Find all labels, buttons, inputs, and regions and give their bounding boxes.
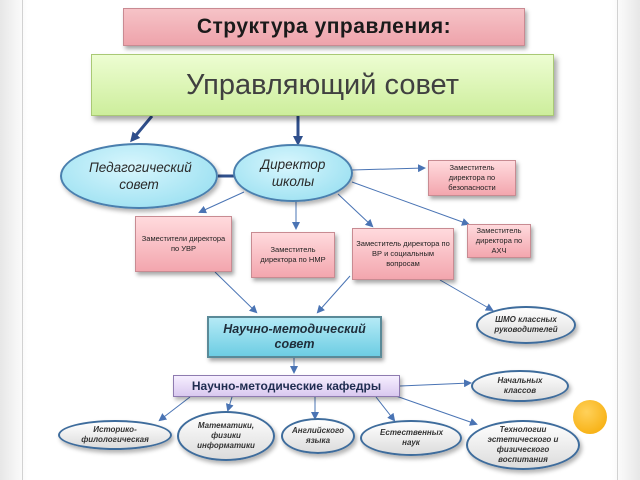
methodical-council-box: Научно-методический совет [207,316,382,358]
math-physics-label: Математики, физики информатики [197,421,255,450]
arrow-departments-tech [395,395,478,426]
deputy-security-label: Заместитель директора по безопасности [448,163,496,192]
arrow-vr-shmo [439,279,494,311]
history-philology-oval: Историко-филологическая [58,420,172,450]
arrow-departments-history [158,396,191,422]
director-label: Директор школы [260,157,326,189]
shmo-oval: ШМО классных руководителей [476,306,576,344]
director-oval: Директор школы [233,144,353,202]
arrow-director-security [351,164,426,173]
deputy-uvr-box: Заместители директора по УВР [135,216,232,272]
english-label: Английского языка [292,426,344,445]
deputy-uvr-label: Заместители директора по УВР [141,234,226,253]
deputy-nmr-label: Заместитель директора по НМР [260,245,326,264]
pedagogical-council-oval: Педагогический совет [60,143,218,209]
arrow-uvr-nms [214,271,258,314]
science-oval: Естественных наук [360,420,462,456]
deputy-vr-label: Заместитель директора по ВР и социальным… [356,239,450,268]
orange-circle-decoration [573,400,607,434]
arrow-departments-science [375,396,396,422]
technology-oval: Технологии эстетического и физического в… [466,420,580,470]
deputy-nmr-box: Заместитель директора по НМР [251,232,335,278]
arrow-director-ahch [351,181,470,226]
primary-classes-label: Начальных классов [497,376,543,395]
methodical-council-label: Научно-методический совет [223,322,366,351]
deputy-ahch-box: Заместитель директора по АХЧ [467,224,531,258]
slide-frame-line-right [617,0,618,480]
slide-border-left [0,0,28,480]
technology-label: Технологии эстетического и физического в… [487,425,559,464]
math-physics-oval: Математики, физики информатики [177,411,275,461]
primary-classes-oval: Начальных классов [471,370,569,402]
arrow-departments-math [225,396,234,412]
science-label: Естественных наук [380,428,444,447]
slide-frame-line-left [22,0,23,480]
governing-council-box: Управляющий совет [91,54,554,116]
arrow-director-uvr [198,191,245,214]
pedagogical-council-label: Педагогический совет [89,160,192,192]
deputy-security-box: Заместитель директора по безопасности [428,160,516,196]
slide-border-right [612,0,640,480]
slide-title: Структура управления: [123,8,525,46]
deputy-ahch-label: Заместитель директора по АХЧ [475,226,523,255]
arrow-director-vr [337,193,374,228]
shmo-label: ШМО классных руководителей [494,315,558,334]
arrow-council-pedcouncil [130,115,154,143]
english-oval: Английского языка [281,418,355,454]
history-philology-label: Историко-филологическая [81,425,149,444]
arrow-nmr-nms [316,275,351,314]
arrow-departments-primary [399,379,472,388]
deputy-vr-box: Заместитель директора по ВР и социальным… [352,228,454,280]
methodical-departments-box: Научно-методические кафедры [173,375,400,397]
